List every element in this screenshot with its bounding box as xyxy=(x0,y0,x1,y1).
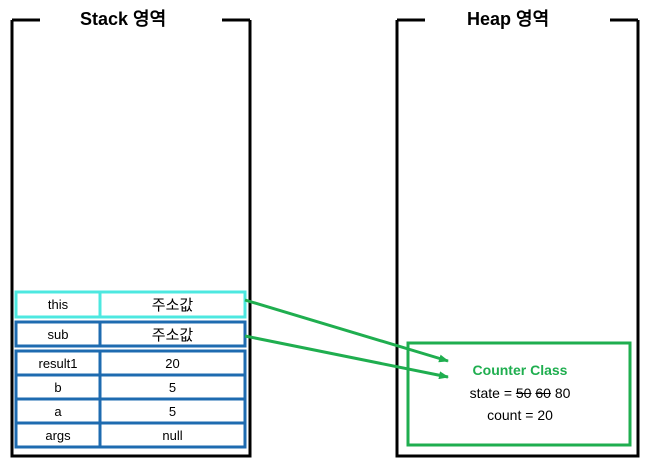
state-current-value: 80 xyxy=(554,385,571,401)
state-field-line: state = 50 60 80 xyxy=(410,385,630,401)
stack-var-name: args xyxy=(45,427,71,443)
stack-var-name: sub xyxy=(47,326,69,342)
stack-var-value: 주소값 xyxy=(151,296,194,314)
state-old-value: 60 xyxy=(535,385,551,401)
this-frame-box xyxy=(14,290,247,319)
stack-region-title: Stack 영역 xyxy=(72,8,175,30)
stack-var-value: null xyxy=(162,427,183,443)
state-old-value: 50 xyxy=(515,385,532,401)
heap-region-title: Heap 영역 xyxy=(459,8,558,30)
state-field-label: state = xyxy=(469,385,516,401)
stack-var-value: 주소값 xyxy=(151,325,194,344)
counter-class-name: Counter Class xyxy=(472,362,568,378)
this-reference-arrow xyxy=(244,298,449,363)
sub-frame-box xyxy=(14,320,247,348)
stack-var-name: this xyxy=(47,297,69,312)
stack-var-value: 5 xyxy=(168,403,177,419)
stack-var-name: a xyxy=(54,403,62,419)
count-field-line: count = 20 xyxy=(487,407,553,423)
stack-var-name: b xyxy=(54,379,62,395)
heap-region-outline xyxy=(395,18,640,458)
counter-object-box xyxy=(406,341,632,447)
stack-region-outline xyxy=(10,18,252,458)
stack-var-value: 20 xyxy=(165,355,180,371)
stack-var-name: result1 xyxy=(38,355,78,371)
stack-var-value: 5 xyxy=(168,379,177,395)
sub-reference-arrow xyxy=(244,334,449,380)
